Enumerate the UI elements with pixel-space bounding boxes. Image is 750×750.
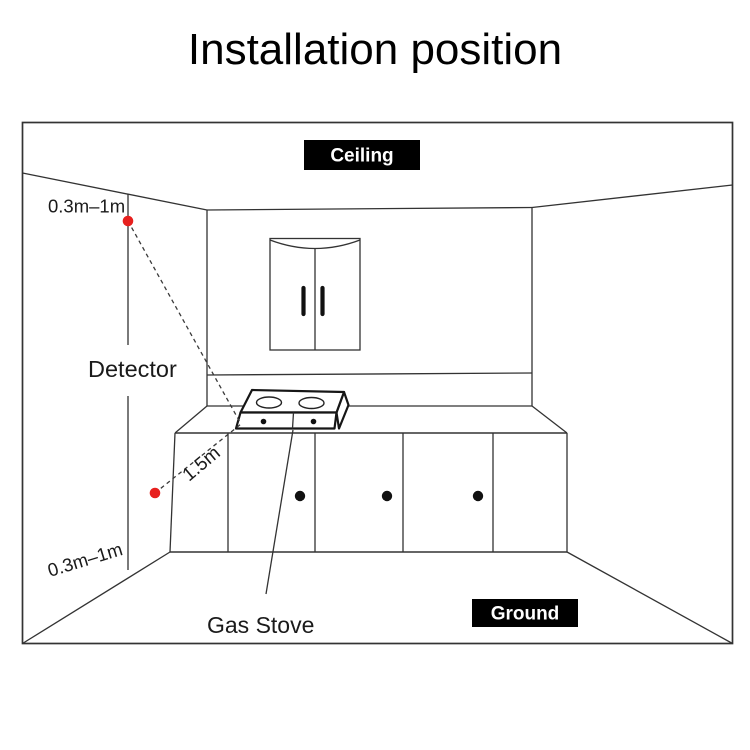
distance-dashed-line-ceiling xyxy=(127,220,242,425)
room-frame xyxy=(21,121,734,645)
ceiling-label-box xyxy=(304,140,420,170)
cabinet-knob-1 xyxy=(294,490,306,502)
stove-knob-left xyxy=(260,418,267,425)
ceiling-label: Ceiling xyxy=(304,140,420,170)
cabinet-knob-3 xyxy=(472,490,484,502)
gas-stove-pointer-line xyxy=(265,429,294,595)
stove-front-divider xyxy=(291,412,295,429)
ground-label-box xyxy=(472,599,578,627)
stove-top-face xyxy=(239,388,346,414)
detector-dot-ceiling xyxy=(122,215,134,227)
ceiling-label-text: Ceiling xyxy=(330,146,393,167)
distance-dashed-line-floor xyxy=(154,423,242,494)
gas-stove-label: Gas Stove xyxy=(207,612,314,638)
right-ceiling-edge xyxy=(531,184,733,209)
ceiling-distance-label: 0.3m–1m xyxy=(48,196,125,217)
page-title: Installation position xyxy=(187,25,563,74)
stove-knob-right xyxy=(310,418,317,425)
right-floor-edge xyxy=(566,551,733,645)
stove-burner-right xyxy=(298,396,325,410)
stove-front-face xyxy=(234,411,338,430)
counter-left-bevel xyxy=(174,405,208,434)
room-shell xyxy=(21,121,734,645)
stove-burner-left xyxy=(255,396,283,409)
detector-label: Detector xyxy=(88,356,177,382)
wall-cabinet xyxy=(269,237,361,351)
wall-cabinet-top-curve xyxy=(269,239,361,250)
stove-distance-label: 1.5m xyxy=(179,443,225,486)
backsplash-line xyxy=(206,372,533,376)
gas-stove xyxy=(234,388,350,595)
base-cabinets xyxy=(169,405,568,553)
floor-distance-label: 0.3m–1m xyxy=(45,538,125,581)
left-floor-edge xyxy=(22,551,171,645)
counter-right-bevel xyxy=(531,405,568,434)
cabinet-knob-2 xyxy=(381,490,393,502)
back-wall-top-edge xyxy=(206,206,533,211)
ground-label: Ground xyxy=(472,599,578,627)
detector-dot-floor xyxy=(149,487,161,499)
cabinet-left-edge xyxy=(169,432,176,553)
ground-label-text: Ground xyxy=(491,604,560,625)
detector-annotations xyxy=(122,194,242,570)
left-ceiling-edge xyxy=(22,172,208,211)
